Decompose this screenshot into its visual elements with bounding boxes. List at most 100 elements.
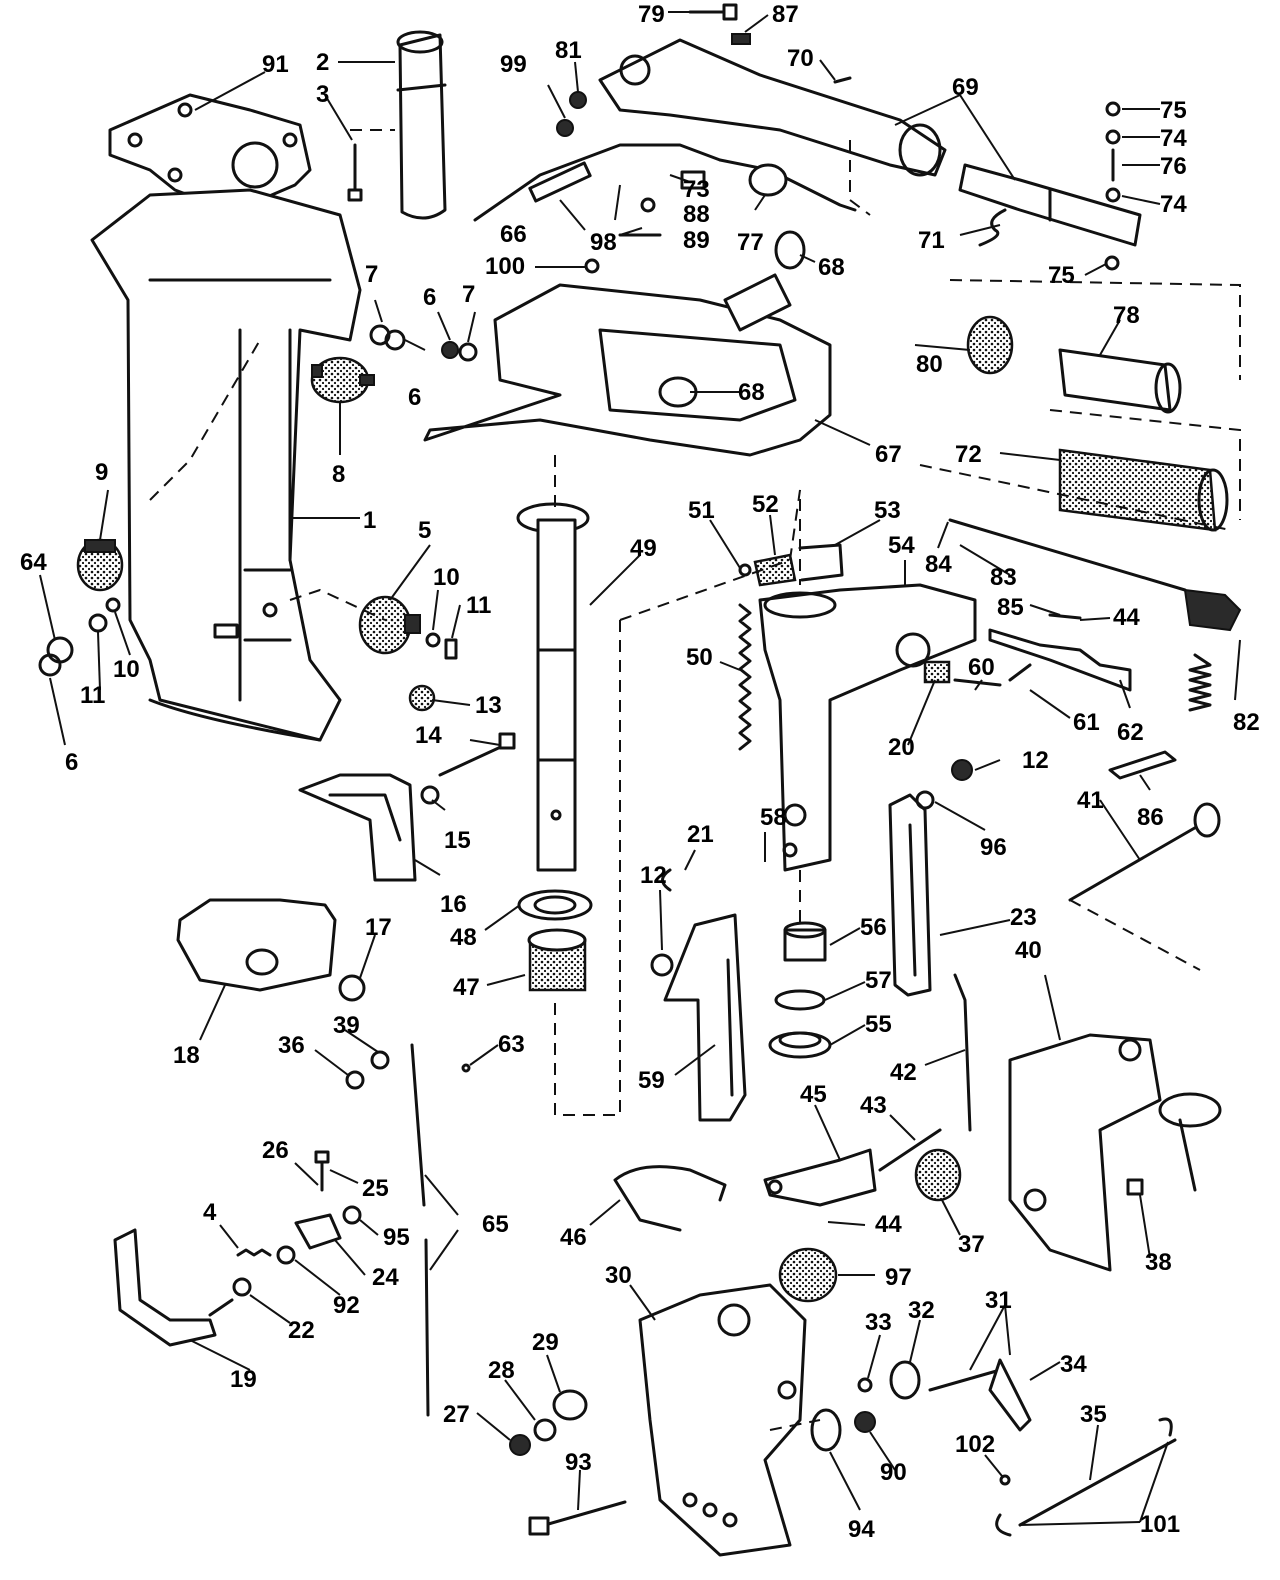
- part-tilt-lever-23: [888, 790, 935, 997]
- callout-44: 44: [1113, 604, 1140, 631]
- callout-69: 69: [952, 74, 979, 101]
- callout-99: 99: [500, 51, 527, 78]
- callout-93: 93: [565, 1449, 592, 1476]
- callout-1: 1: [363, 507, 376, 534]
- callout-71: 71: [918, 227, 945, 254]
- part-exhaust-housing-1: [90, 188, 362, 742]
- callout-80: 80: [916, 351, 943, 378]
- callout-68: 68: [738, 379, 765, 406]
- callout-74: 74: [1160, 125, 1187, 152]
- callout-18: 18: [173, 1042, 200, 1069]
- dashed-guides: [149, 129, 1241, 1431]
- callout-70: 70: [787, 45, 814, 72]
- callout-50: 50: [686, 644, 713, 671]
- part-rod-35: [995, 1417, 1177, 1537]
- part-grips: [966, 315, 1229, 532]
- part-tilt-handle-19: [113, 1150, 362, 1347]
- callout-65: 65: [482, 1211, 509, 1238]
- part-bushing-48-47: [517, 889, 593, 992]
- part-screws-60-61: [923, 660, 1032, 781]
- callout-7: 7: [365, 261, 378, 288]
- part-cover-18: [176, 898, 337, 992]
- callout-11: 11: [80, 682, 105, 709]
- callout-60: 60: [968, 654, 995, 681]
- callout-58: 58: [760, 804, 787, 831]
- part-stop-switch: [948, 518, 1242, 780]
- callout-76: 76: [1160, 153, 1187, 180]
- callout-89: 89: [683, 227, 710, 254]
- callout-100: 100: [485, 253, 525, 280]
- callout-53: 53: [874, 497, 901, 524]
- callout-92: 92: [333, 1292, 360, 1319]
- callout-20: 20: [888, 734, 915, 761]
- part-pin-41: [1068, 802, 1221, 902]
- callout-97: 97: [885, 1264, 912, 1291]
- callout-102: 102: [955, 1431, 995, 1458]
- callout-22: 22: [288, 1317, 315, 1344]
- part-bracket-16: [298, 773, 417, 882]
- part-pad-97: [778, 1247, 838, 1303]
- callout-59: 59: [638, 1067, 665, 1094]
- callout-83: 83: [990, 564, 1017, 591]
- callout-26: 26: [262, 1137, 289, 1164]
- callout-33: 33: [865, 1309, 892, 1336]
- callout-23: 23: [1010, 904, 1037, 931]
- part-bearings-56-55: [768, 921, 832, 1059]
- callout-37: 37: [958, 1231, 985, 1258]
- callout-75: 75: [1048, 262, 1075, 289]
- callout-6: 6: [65, 749, 78, 776]
- callout-56: 56: [860, 914, 887, 941]
- callout-77: 77: [737, 229, 764, 256]
- callout-6: 6: [408, 384, 421, 411]
- part-small-hardware: [613, 973, 972, 1232]
- callout-68: 68: [818, 254, 845, 281]
- part-rods-65: [410, 1043, 430, 1417]
- callout-8: 8: [332, 461, 345, 488]
- part-stern-bracket-40: [1008, 1033, 1222, 1272]
- part-swivel-bracket-54: [738, 543, 977, 872]
- callout-64: 64: [20, 549, 47, 576]
- callout-75: 75: [1160, 97, 1187, 124]
- callout-6: 6: [423, 284, 436, 311]
- callout-49: 49: [630, 535, 657, 562]
- part-washers-36-39: [345, 1050, 471, 1090]
- callout-95: 95: [383, 1224, 410, 1251]
- callout-82: 82: [1233, 709, 1260, 736]
- callout-32: 32: [908, 1297, 935, 1324]
- callout-96: 96: [980, 834, 1007, 861]
- callout-21: 21: [687, 821, 714, 848]
- part-tube-2: [396, 30, 447, 220]
- part-clamp-screw-31: [857, 1358, 1032, 1432]
- part-bolt-93: [528, 1500, 627, 1536]
- part-bolt-14: [438, 732, 516, 777]
- callout-13: 13: [475, 692, 502, 719]
- part-gasket-91: [108, 93, 312, 207]
- callout-9: 9: [95, 459, 108, 486]
- callout-27: 27: [443, 1401, 470, 1428]
- callout-15: 15: [444, 827, 471, 854]
- part-spring-50: [738, 603, 752, 751]
- callout-42: 42: [890, 1059, 917, 1086]
- callout-101: 101: [1140, 1511, 1180, 1538]
- callout-47: 47: [453, 974, 480, 1001]
- callout-3: 3: [316, 81, 329, 108]
- callout-87: 87: [772, 1, 799, 28]
- callout-40: 40: [1015, 937, 1042, 964]
- callout-61: 61: [1073, 709, 1100, 736]
- callout-41: 41: [1077, 787, 1104, 814]
- callout-39: 39: [333, 1012, 360, 1039]
- part-tiller-arm-69: [556, 3, 947, 177]
- callout-43: 43: [860, 1092, 887, 1119]
- callout-16: 16: [440, 891, 467, 918]
- callout-28: 28: [488, 1357, 515, 1384]
- callout-10: 10: [113, 656, 140, 683]
- part-throttle-shaft: [958, 101, 1142, 271]
- part-mount-5: [358, 595, 421, 655]
- callout-63: 63: [498, 1031, 525, 1058]
- callout-98: 98: [590, 229, 617, 256]
- callout-31: 31: [985, 1287, 1012, 1314]
- callout-11: 11: [466, 592, 491, 619]
- callout-51: 51: [688, 497, 715, 524]
- callout-24: 24: [372, 1264, 399, 1291]
